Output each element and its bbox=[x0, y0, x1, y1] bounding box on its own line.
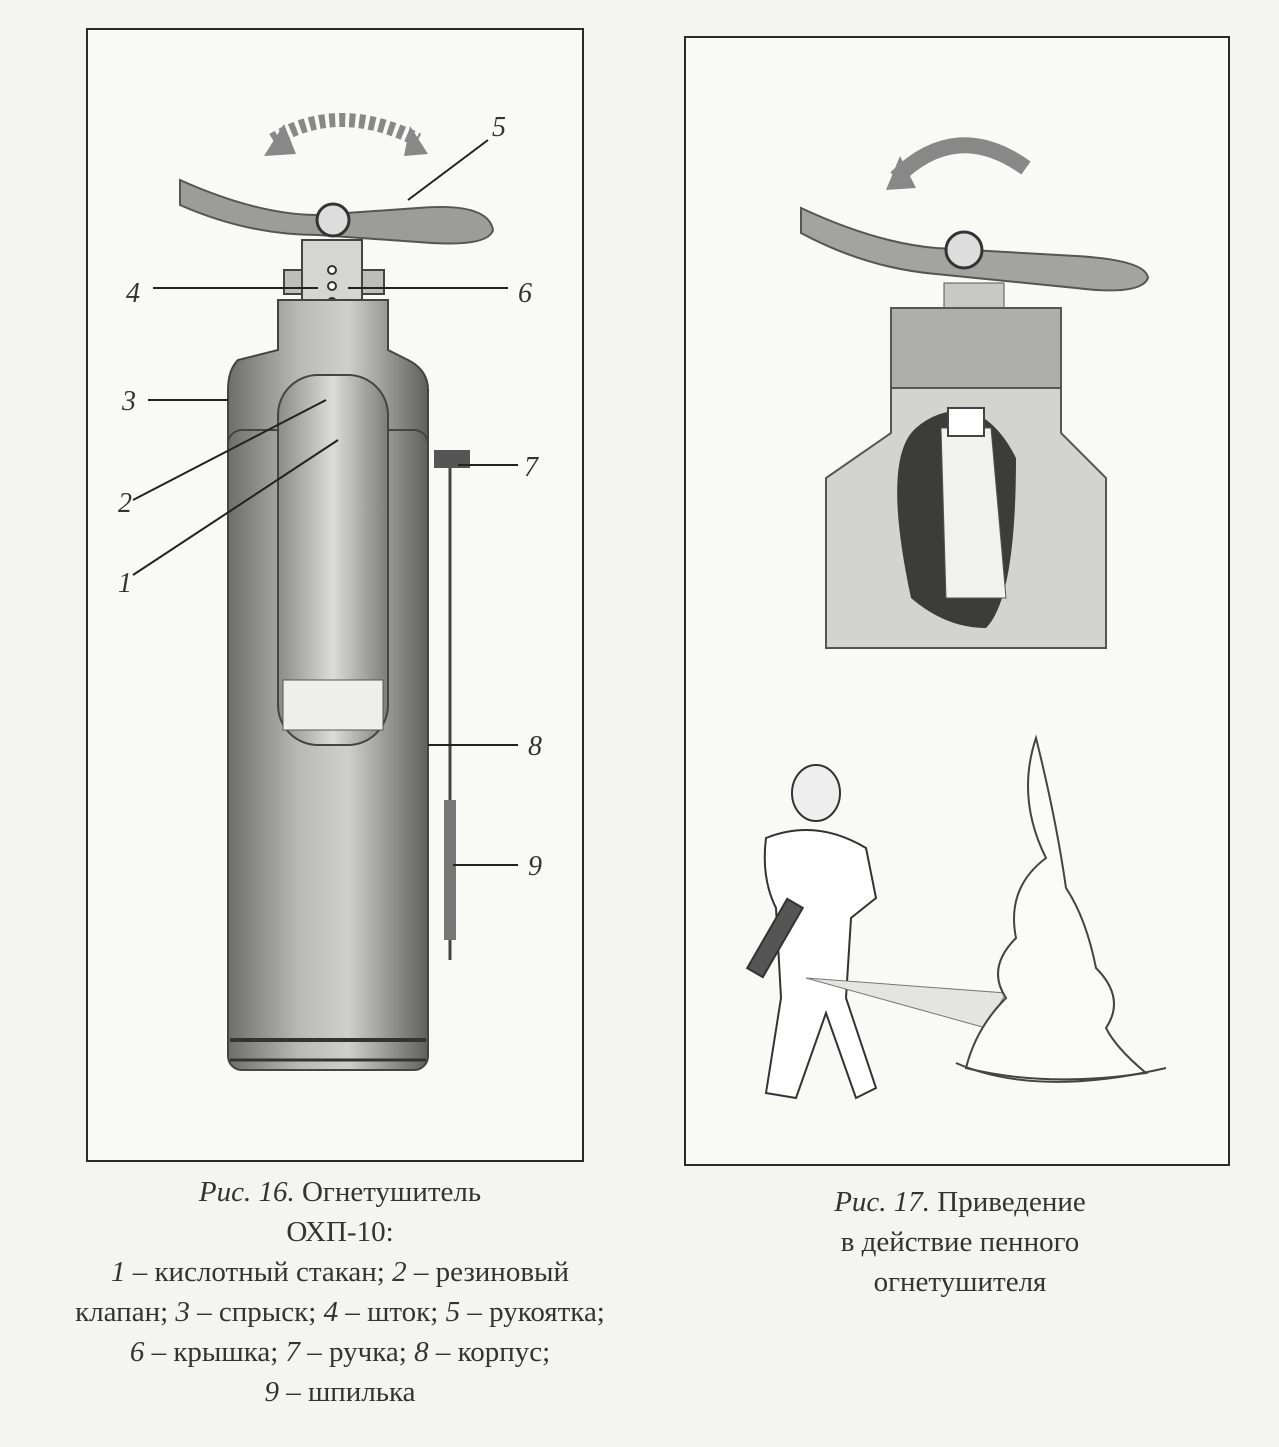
person-drawing bbox=[745, 764, 878, 1100]
figure-17-caption-b: в действие пенного bbox=[840, 1226, 1080, 1258]
figure-16-frame: 4 6 3 2 1 7 8 9 5 bbox=[86, 28, 584, 1162]
cap-drawing bbox=[890, 307, 1062, 389]
figure-17-number: Рис. 17. bbox=[834, 1186, 931, 1218]
activation-drawing bbox=[745, 137, 1167, 1100]
acid-glass-drawing bbox=[277, 374, 389, 746]
figure-16-legend-line-2: клапан; 3 – спрыск; 4 – шток; 5 – рукоят… bbox=[75, 1296, 605, 1328]
rotation-arrow-icon bbox=[264, 113, 428, 156]
figure-17-caption-a: Приведение bbox=[937, 1186, 1086, 1218]
label-6: 6 bbox=[518, 278, 532, 309]
label-5: 5 bbox=[492, 112, 506, 143]
leader-lines bbox=[132, 139, 518, 866]
side-handle-drawing bbox=[434, 450, 470, 468]
label-1: 1 bbox=[118, 568, 132, 599]
figure-17-caption: Рис. 17. Приведение в действие пенного о… bbox=[690, 1182, 1230, 1302]
figure-16-legend-line-3: 6 – крышка; 7 – ручка; 8 – корпус; bbox=[129, 1336, 551, 1368]
extinguisher-cutaway-drawing: 4 6 3 2 1 7 8 9 5 bbox=[118, 112, 542, 1071]
figure-16-caption: Рис. 16. Огнетушитель ОХП-10: 1 – кислот… bbox=[0, 1172, 680, 1412]
label-9: 9 bbox=[528, 851, 542, 882]
label-4: 4 bbox=[126, 278, 140, 309]
label-8: 8 bbox=[528, 731, 542, 762]
lever-handle-drawing bbox=[800, 206, 1150, 292]
pin-drawing bbox=[444, 800, 456, 940]
figure-17-frame bbox=[684, 36, 1230, 1166]
label-2: 2 bbox=[118, 488, 132, 519]
figure-16-model: ОХП-10: bbox=[286, 1216, 394, 1248]
lever-handle-drawing bbox=[179, 178, 495, 245]
label-3: 3 bbox=[121, 386, 136, 417]
figure-16-number: Рис. 16. bbox=[198, 1176, 295, 1208]
fire-drawing bbox=[964, 734, 1149, 1081]
figure-16-legend-line-4: 9 – шпилька bbox=[264, 1376, 416, 1408]
figure-17-caption-c: огнетушителя bbox=[873, 1266, 1047, 1298]
label-7: 7 bbox=[524, 452, 539, 483]
rotation-arrow-icon bbox=[890, 137, 1031, 184]
figure-16-title: Огнетушитель bbox=[301, 1176, 482, 1208]
figure-16-legend-line-1: 1 – кислотный стакан; 2 – резиновый bbox=[110, 1256, 570, 1288]
